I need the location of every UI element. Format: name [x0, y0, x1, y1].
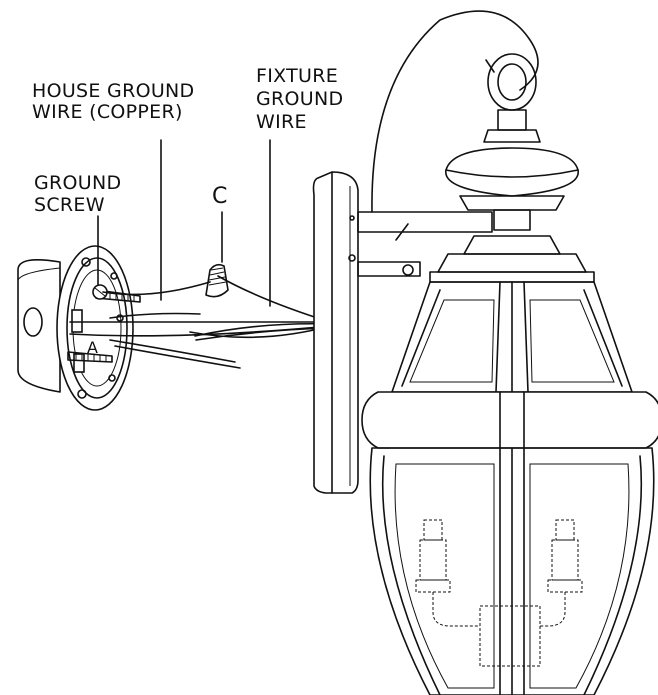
ground-screw-label-line2: SCREW	[34, 194, 105, 216]
wire-nut-label: C	[212, 184, 228, 209]
bracket-marker-label: A	[87, 338, 99, 357]
lantern-upper-cage	[391, 281, 633, 393]
lantern-band	[361, 391, 658, 449]
lantern-lower-cage	[369, 447, 655, 695]
lantern-arm	[357, 211, 493, 277]
wire-nut	[205, 263, 229, 298]
ground-screw	[92, 215, 108, 300]
house-ground-wire-label-line1: HOUSE GROUND	[32, 80, 195, 102]
fixture-ground-wire-label-line1: FIXTURE	[256, 65, 339, 87]
lantern-top	[429, 53, 595, 283]
ground-screw-label-line1: GROUND	[34, 172, 122, 194]
hanging-cord	[371, 10, 539, 213]
house-ground-wire-label-line2: WIRE (COPPER)	[32, 101, 183, 123]
fixture-ground-wire-label-line2: GROUND	[256, 88, 344, 110]
mounting-bracket	[56, 245, 134, 411]
fixture-ground-wire-label-line3: WIRE	[256, 111, 307, 133]
junction-box	[17, 259, 61, 393]
backplate	[312, 171, 359, 494]
candle-sockets	[415, 519, 583, 667]
